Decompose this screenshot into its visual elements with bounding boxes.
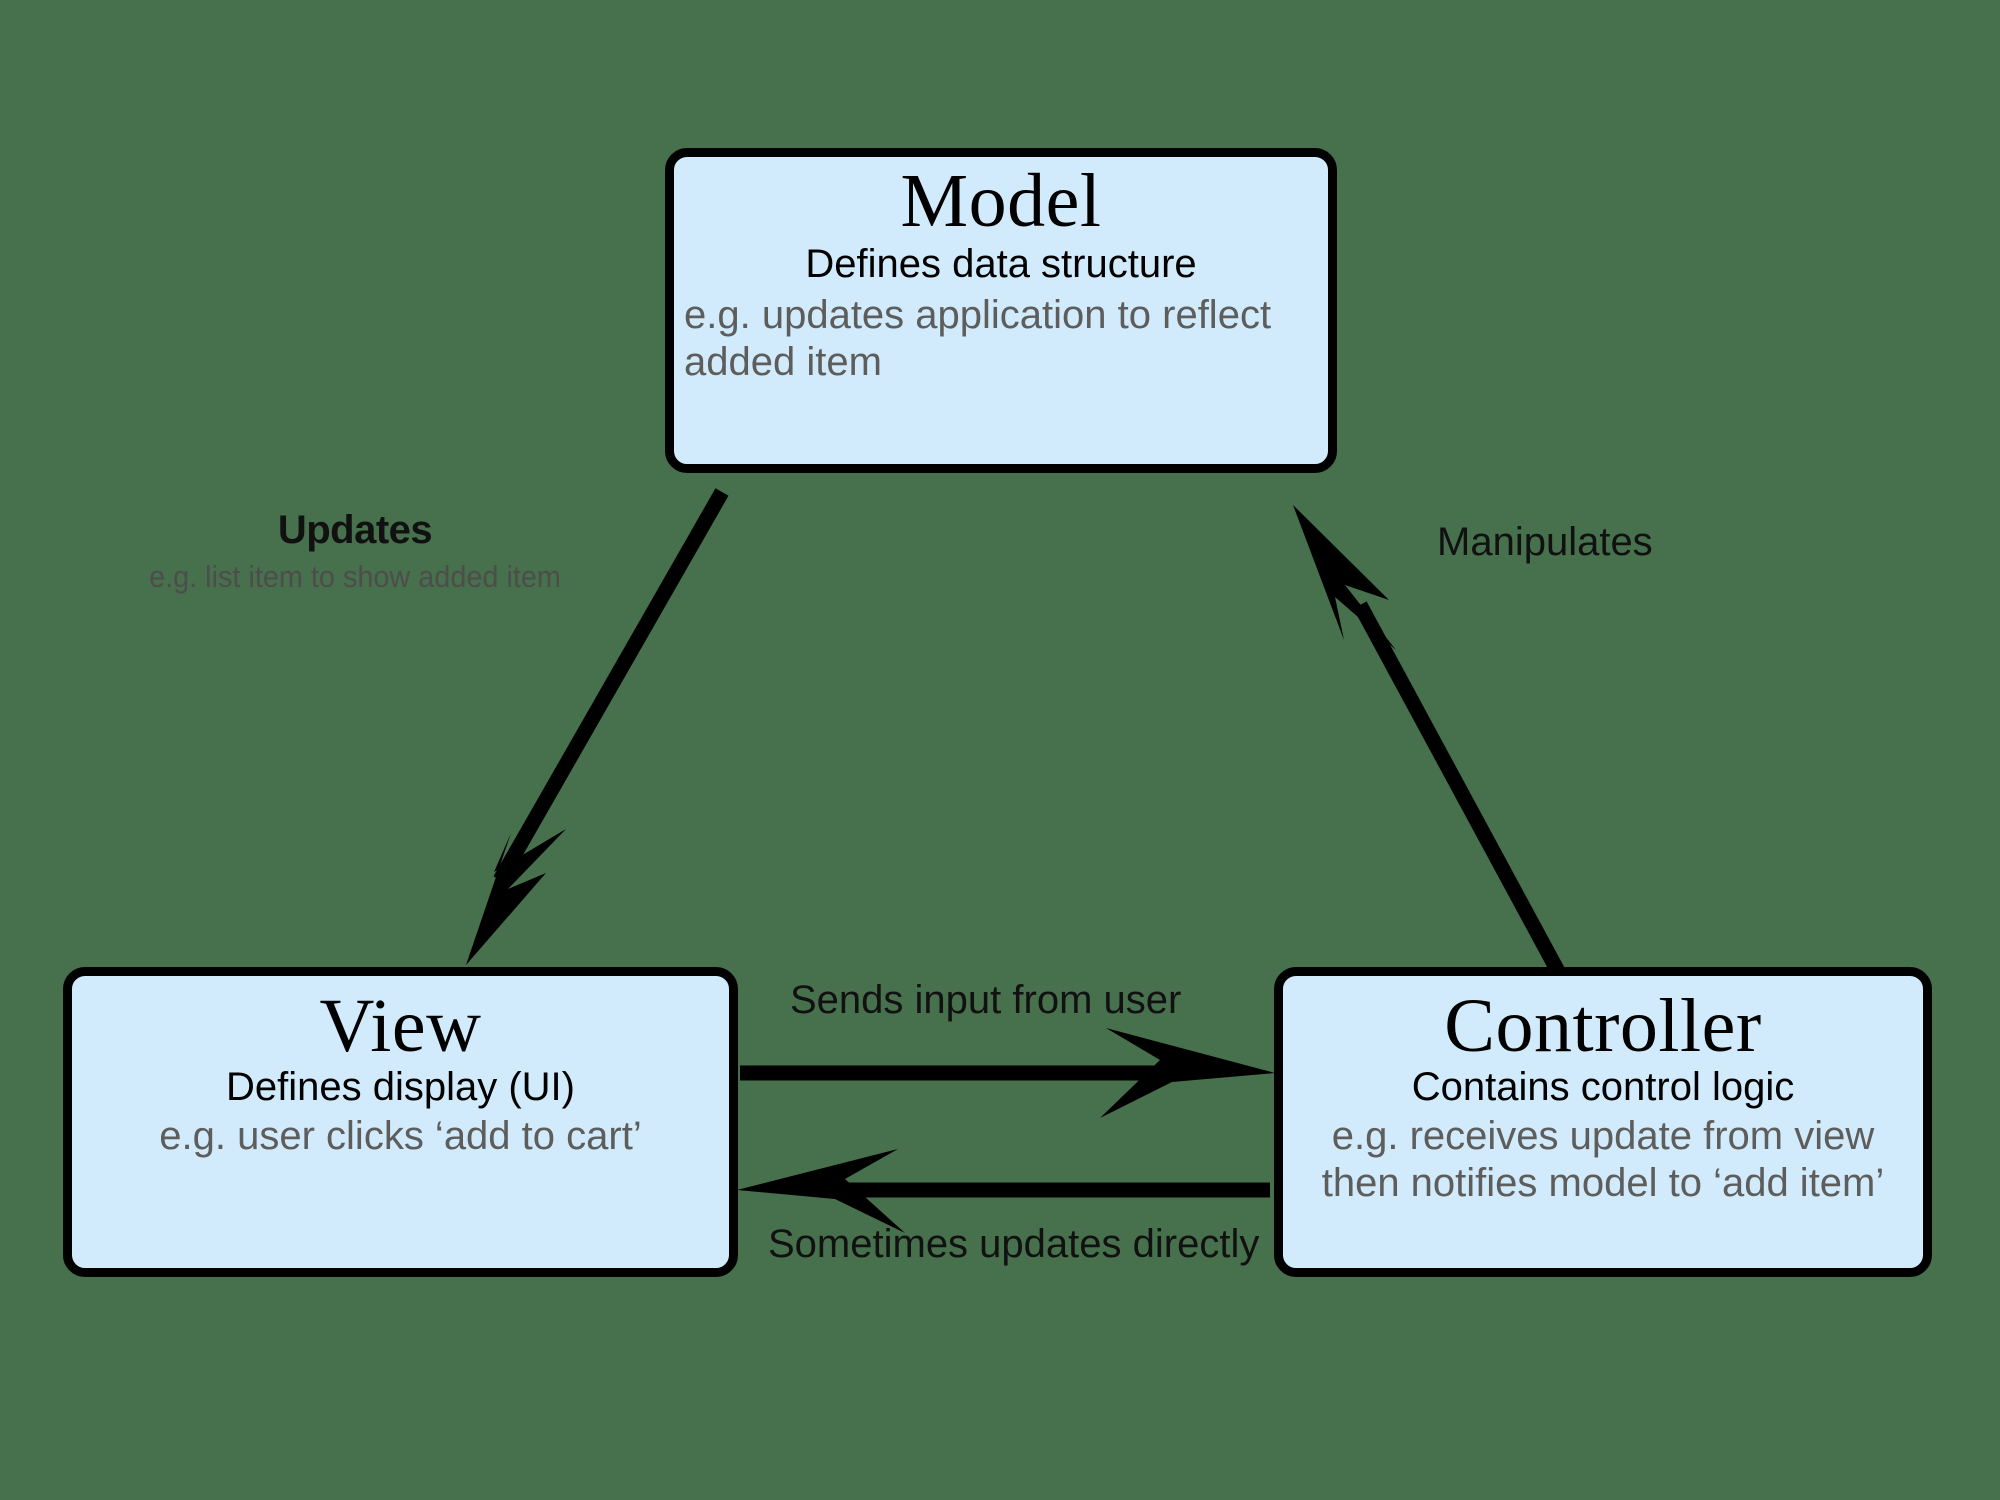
node-controller-example-line-1: e.g. receives update from view bbox=[1331, 1114, 1875, 1159]
arrow-view-to-controller bbox=[740, 1028, 1275, 1118]
node-model-example-line-1: e.g. updates application to reflect bbox=[684, 293, 1272, 338]
edge-label-controller-to-view: Sometimes updates directly bbox=[768, 1222, 1259, 1267]
node-view-example: e.g. user clicks ‘add to cart’ bbox=[159, 1114, 642, 1159]
arrowhead-controller-to-model bbox=[1293, 505, 1396, 650]
edge-label-controller-to-model: Manipulates bbox=[1437, 520, 1653, 565]
arrowhead-model-to-view bbox=[466, 829, 566, 965]
edge-label-model-to-view: Updates e.g. list item to show added ite… bbox=[130, 508, 580, 595]
node-controller[interactable]: Controller Contains control logic e.g. r… bbox=[1274, 967, 1932, 1277]
node-model[interactable]: Model Defines data structure e.g. update… bbox=[665, 148, 1337, 473]
node-view-title: View bbox=[319, 984, 482, 1068]
arrowhead-view-to-controller bbox=[1100, 1028, 1275, 1118]
node-view[interactable]: View Defines display (UI) e.g. user clic… bbox=[63, 967, 738, 1277]
arrowhead-controller-to-view bbox=[737, 1149, 905, 1233]
arrow-controller-to-view bbox=[737, 1149, 1270, 1233]
edge-label-view-to-controller: Sends input from user bbox=[790, 978, 1181, 1023]
node-view-subtitle: Defines display (UI) bbox=[225, 1065, 575, 1109]
node-model-subtitle: Defines data structure bbox=[805, 242, 1197, 286]
edge-label-updates-main: Updates bbox=[277, 508, 433, 552]
node-controller-title: Controller bbox=[1444, 984, 1762, 1068]
node-controller-subtitle: Contains control logic bbox=[1411, 1065, 1795, 1109]
edge-label-sends-input-main: Sends input from user bbox=[790, 978, 1182, 1022]
node-controller-example: e.g. receives update from view then noti… bbox=[1322, 1113, 1885, 1207]
arrow-controller-to-model bbox=[1293, 505, 1567, 979]
node-model-example: e.g. updates application to reflect adde… bbox=[674, 292, 1328, 386]
edge-label-sometimes-main: Sometimes updates directly bbox=[768, 1222, 1260, 1266]
node-controller-example-line-2: then notifies model to ‘add item’ bbox=[1321, 1161, 1885, 1206]
node-model-example-line-2: added item bbox=[684, 340, 882, 385]
edge-label-manipulates-main: Manipulates bbox=[1437, 520, 1653, 564]
edge-label-updates-sub: e.g. list item to show added item bbox=[149, 559, 561, 594]
node-model-title: Model bbox=[900, 159, 1102, 243]
